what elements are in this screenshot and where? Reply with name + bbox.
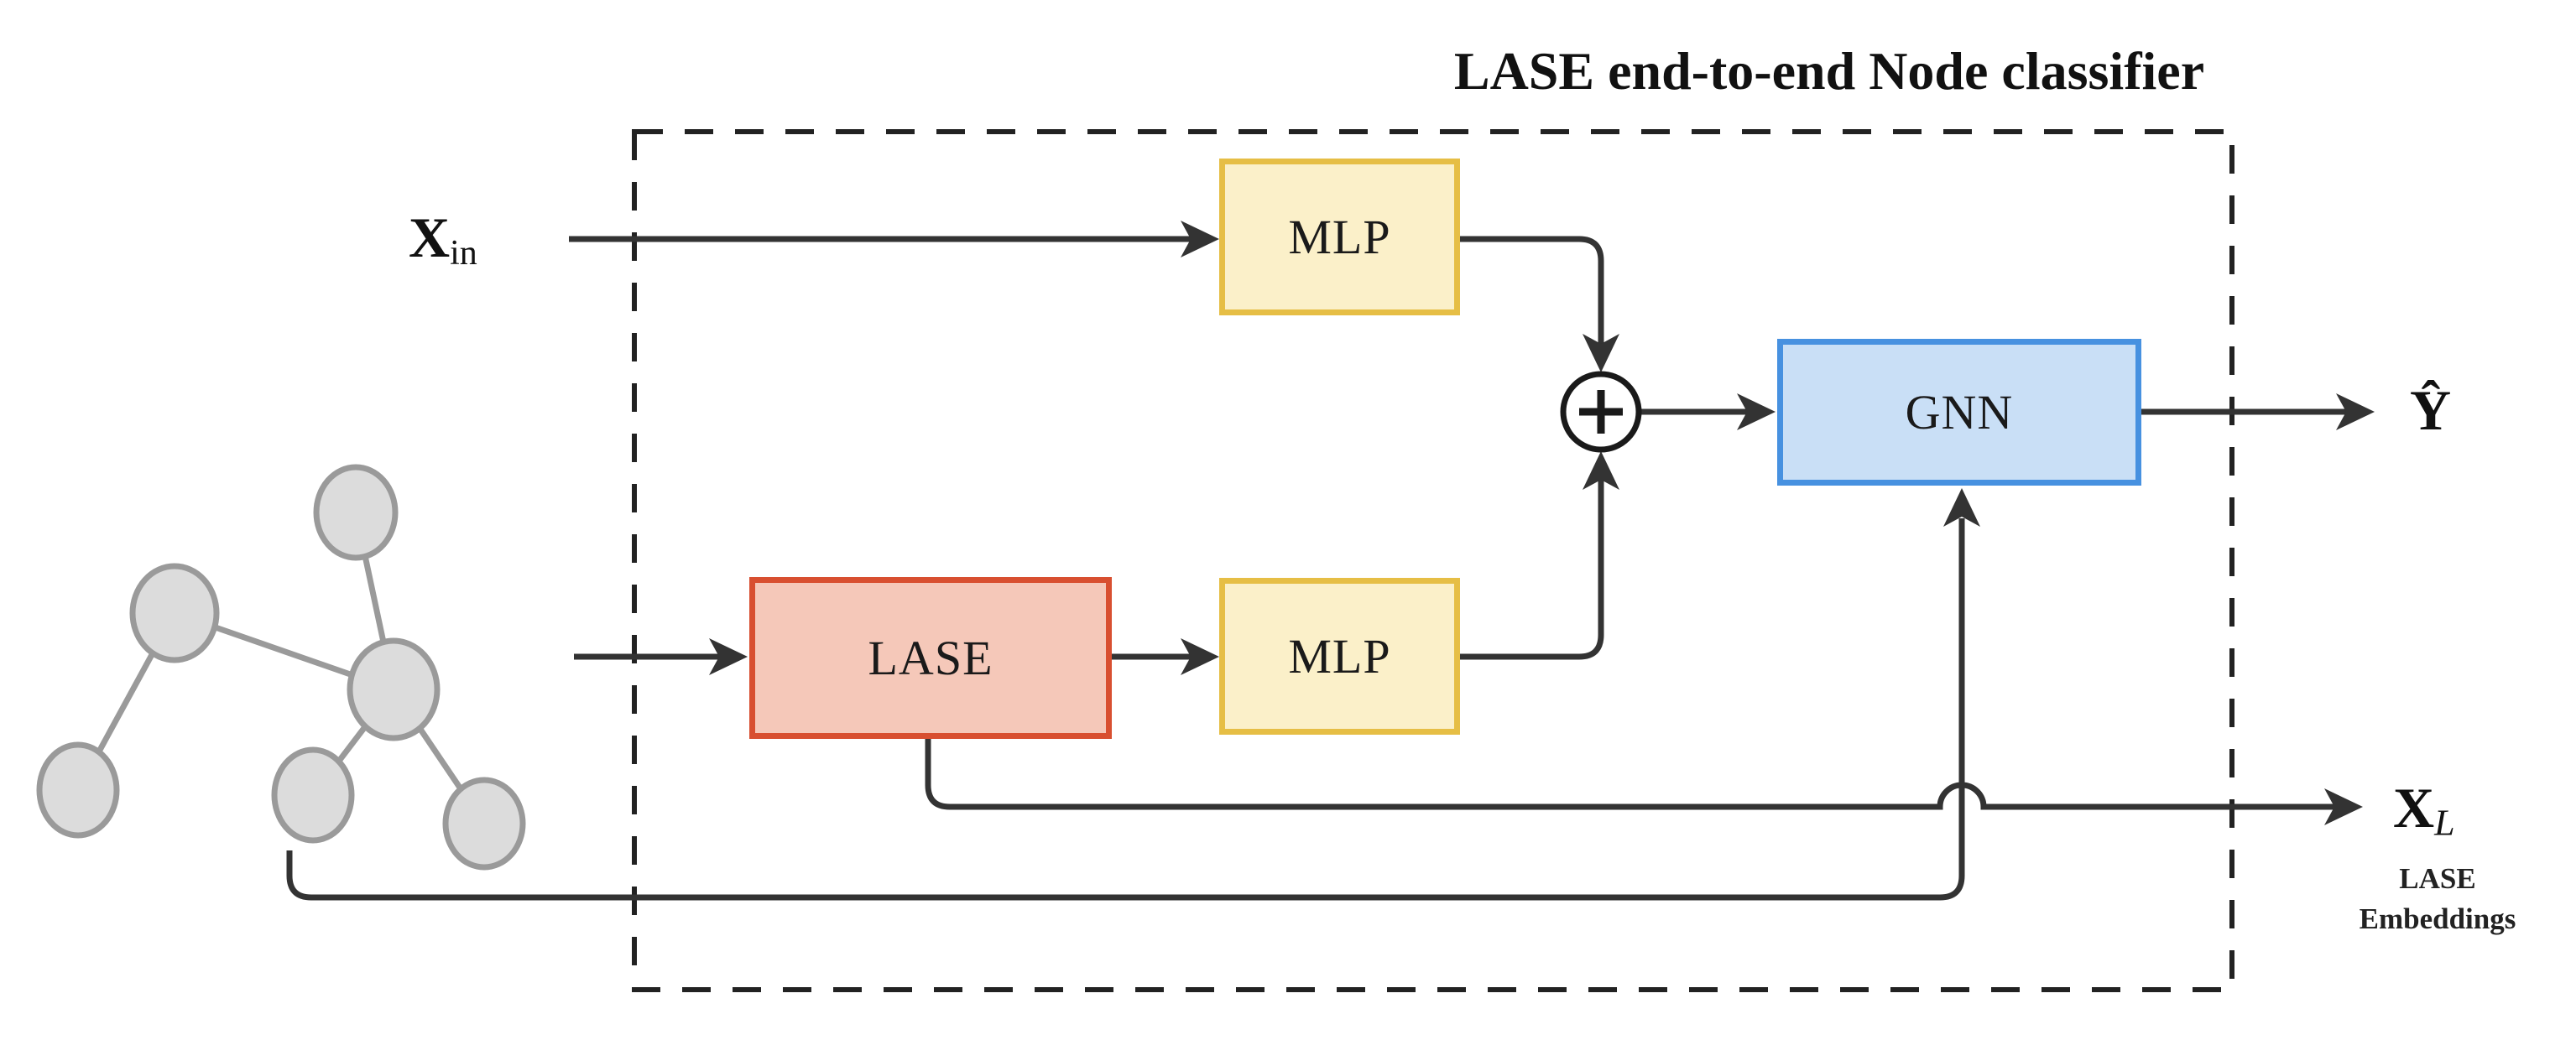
plus-icon xyxy=(1579,390,1623,434)
gnn-box: GNN xyxy=(1777,339,2141,486)
graph-node xyxy=(271,746,355,844)
arrowhead-down-icon xyxy=(1583,334,1619,372)
caption-line-1: LASE xyxy=(2399,862,2476,895)
gnn-label: GNN xyxy=(1905,385,2014,439)
y-hat-label: Ŷ xyxy=(2410,379,2451,441)
edge-xin-to-mlp-top xyxy=(569,221,1219,257)
edge-graph-to-lase xyxy=(574,638,748,675)
mlp-top-box: MLP xyxy=(1219,159,1460,315)
y-hat-symbol: Ŷ xyxy=(2410,378,2452,442)
lase-box: LASE xyxy=(749,577,1112,739)
mlp-bottom-label: MLP xyxy=(1288,629,1391,684)
input-graph xyxy=(36,464,526,871)
arrowhead-right-icon xyxy=(2324,788,2363,825)
x-l-subscript: L xyxy=(2434,802,2455,844)
graph-node xyxy=(129,563,220,663)
arrowhead-up-icon xyxy=(1943,488,1980,527)
mlp-bottom-box: MLP xyxy=(1219,578,1460,735)
x-in-base: X xyxy=(409,205,451,269)
graph-node xyxy=(442,777,526,871)
connector-line xyxy=(925,739,2335,810)
arrowhead-up-icon xyxy=(1583,451,1619,490)
graph-nodes xyxy=(36,464,526,871)
arrowhead-right-icon xyxy=(1181,638,1219,675)
x-l-base: X xyxy=(2393,776,2435,840)
edge-gnn-to-yhat xyxy=(2141,393,2375,430)
diagram-title: LASE end-to-end Node classifier xyxy=(1453,41,2205,101)
graph-node xyxy=(313,464,399,561)
caption-line-2: Embeddings xyxy=(2359,902,2516,935)
edge-lase-to-mlp-bottom xyxy=(1112,638,1219,675)
x-in-label: Xin xyxy=(409,206,477,284)
edge-plus-to-gnn xyxy=(1639,393,1776,430)
connector-line xyxy=(1460,236,1604,344)
plus-circle-icon xyxy=(1560,371,1642,453)
edge-lase-to-xl xyxy=(925,739,2363,825)
arrowhead-right-icon xyxy=(1737,393,1776,430)
graph-node xyxy=(36,741,120,839)
lase-label: LASE xyxy=(868,631,993,685)
edge-mlp-bottom-to-plus xyxy=(1460,451,1619,660)
edge-mlp-top-to-plus xyxy=(1460,236,1619,372)
edge-graph-to-gnn xyxy=(286,488,1980,901)
connector-line xyxy=(286,518,1965,901)
x-l-label: XL xyxy=(2393,777,2455,855)
x-in-subscript: in xyxy=(450,234,477,273)
graph-node xyxy=(347,637,441,741)
arrowhead-right-icon xyxy=(1181,221,1219,257)
arrowhead-right-icon xyxy=(709,638,748,675)
connector-line xyxy=(1460,480,1604,660)
classifier-boundary-box xyxy=(632,129,2234,992)
lase-embeddings-caption: LASE Embeddings xyxy=(2333,859,2542,939)
mlp-top-label: MLP xyxy=(1288,210,1391,264)
arrowhead-right-icon xyxy=(2336,393,2375,430)
